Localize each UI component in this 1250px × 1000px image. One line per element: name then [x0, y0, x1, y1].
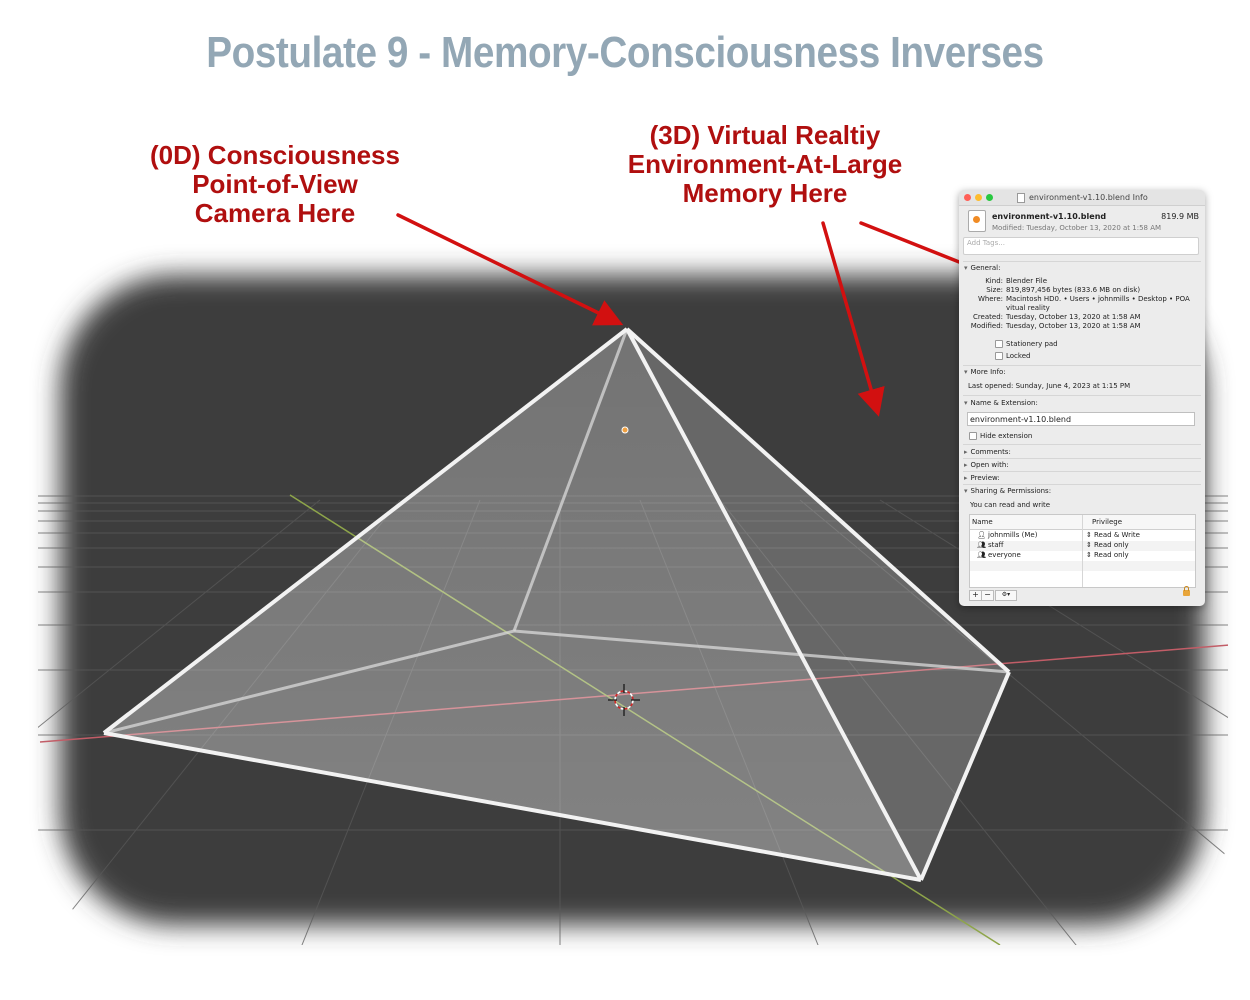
environment-label-line-1: (3D) Virtual Realtiy [649, 120, 881, 150]
lock-icon[interactable] [1183, 586, 1190, 596]
hide-extension-label: Hide extension [980, 432, 1033, 440]
locked-checkbox[interactable] [995, 352, 1003, 360]
everyone-icon: 👥︎ [977, 551, 986, 559]
column-header-name[interactable]: Name [972, 518, 993, 526]
perm-row-privilege[interactable]: Read only [1094, 551, 1129, 559]
privilege-stepper-icon[interactable]: ⇕ [1086, 551, 1092, 559]
perm-row-name: staff [988, 541, 1004, 549]
add-tags-field[interactable]: Add Tags... [963, 237, 1199, 255]
remove-user-button[interactable]: − [981, 590, 994, 601]
divider [963, 471, 1201, 472]
locked-label: Locked [1006, 352, 1031, 360]
object-origin-dot [621, 426, 629, 434]
divider [963, 261, 1201, 262]
privilege-stepper-icon[interactable]: ⇕ [1086, 531, 1092, 539]
perm-row-privilege[interactable]: Read & Write [1094, 531, 1140, 539]
pyramid-hidden-edges [103, 328, 1010, 735]
general-value: vitual reality [1006, 304, 1050, 312]
name-extension-section-toggle[interactable]: Name & Extension: [964, 399, 1038, 407]
divider [963, 458, 1201, 459]
file-name-input[interactable]: environment-v1.10.blend [967, 412, 1195, 426]
document-icon [1017, 193, 1025, 203]
perm-row-name: everyone [988, 551, 1021, 559]
general-value: Macintosh HD0. • Users • johnmills • Des… [1006, 295, 1190, 303]
column-divider [1082, 515, 1083, 587]
info-window-titlebar: environment-v1.10.blend Info [959, 190, 1205, 206]
blender-file-icon [968, 210, 986, 232]
divider [963, 395, 1201, 396]
zoom-window-button[interactable] [986, 194, 993, 201]
general-value: Tuesday, October 13, 2020 at 1:58 AM [1006, 322, 1141, 330]
page-title: Postulate 9 - Memory-Consciousness Inver… [206, 28, 1044, 77]
environment-label-line-2: Environment-At-Large [627, 149, 903, 179]
consciousness-label-line-2: Point-of-View [192, 169, 358, 199]
file-name: environment-v1.10.blend [992, 212, 1107, 221]
close-window-button[interactable] [964, 194, 971, 201]
arrow-to-scene [821, 221, 885, 417]
consciousness-label-line-3: Camera Here [194, 198, 356, 228]
sharing-section-toggle[interactable]: Sharing & Permissions: [964, 487, 1052, 495]
info-header: environment-v1.10.blend 819.9 MB Modifie… [959, 206, 1205, 236]
general-key: Kind: [985, 277, 1003, 285]
general-value: Blender File [1006, 277, 1048, 285]
general-value: 819,897,456 bytes (833.6 MB on disk) [1006, 286, 1141, 294]
general-key: Size: [986, 286, 1003, 294]
pyramid-face-left [104, 329, 921, 880]
stationery-pad-label: Stationery pad [1006, 340, 1058, 348]
comments-section-toggle[interactable]: Comments: [964, 448, 1011, 456]
arrow-to-apex [396, 213, 624, 326]
hide-extension-checkbox[interactable] [969, 432, 977, 440]
info-window-title: environment-v1.10.blend Info [1029, 193, 1148, 202]
stationery-pad-checkbox[interactable] [995, 340, 1003, 348]
preview-section-toggle[interactable]: Preview: [964, 474, 1000, 482]
last-opened-text: Last opened: Sunday, June 4, 2023 at 1:1… [968, 382, 1131, 390]
privilege-stepper-icon[interactable]: ⇕ [1086, 541, 1092, 549]
general-key: Where: [977, 295, 1003, 303]
environment-label-line-3: Memory Here [682, 178, 848, 208]
column-header-privilege[interactable]: Privilege [1092, 518, 1123, 526]
consciousness-label: (0D) Consciousness Point-of-View Camera … [125, 141, 425, 228]
pyramid-visible-edges [102, 327, 1011, 882]
minimize-window-button[interactable] [975, 194, 982, 201]
environment-label: (3D) Virtual Realtiy Environment-At-Larg… [600, 121, 930, 208]
group-icon: 👥︎ [977, 541, 986, 549]
file-size: 819.9 MB [1161, 212, 1199, 221]
general-key: Created: [972, 313, 1003, 321]
perm-row-name: johnmills (Me) [988, 531, 1038, 539]
file-info-window: environment-v1.10.blend Info environment… [959, 190, 1205, 606]
general-key: Modified: [970, 322, 1003, 330]
divider [963, 365, 1201, 366]
consciousness-label-line-1: (0D) Consciousness [150, 140, 400, 170]
action-menu-button[interactable]: ⚙▾ [995, 590, 1017, 601]
divider [963, 444, 1201, 445]
sharing-note: You can read and write [970, 501, 1051, 509]
user-icon: 👤︎ [977, 531, 986, 539]
3d-cursor-icon [608, 684, 640, 716]
permissions-table: Name Privilege 👤︎ johnmills (Me) ⇕ Read … [969, 514, 1196, 588]
modified-date-header: Modified: Tuesday, October 13, 2020 at 1… [992, 224, 1162, 232]
general-value: Tuesday, October 13, 2020 at 1:58 AM [1006, 313, 1141, 321]
more-info-section-toggle[interactable]: More Info: [964, 368, 1006, 376]
pyramid-face-right [627, 329, 1009, 880]
perm-row-privilege[interactable]: Read only [1094, 541, 1129, 549]
open-with-section-toggle[interactable]: Open with: [964, 461, 1009, 469]
divider [963, 484, 1201, 485]
general-section-toggle[interactable]: General: [964, 264, 1001, 272]
